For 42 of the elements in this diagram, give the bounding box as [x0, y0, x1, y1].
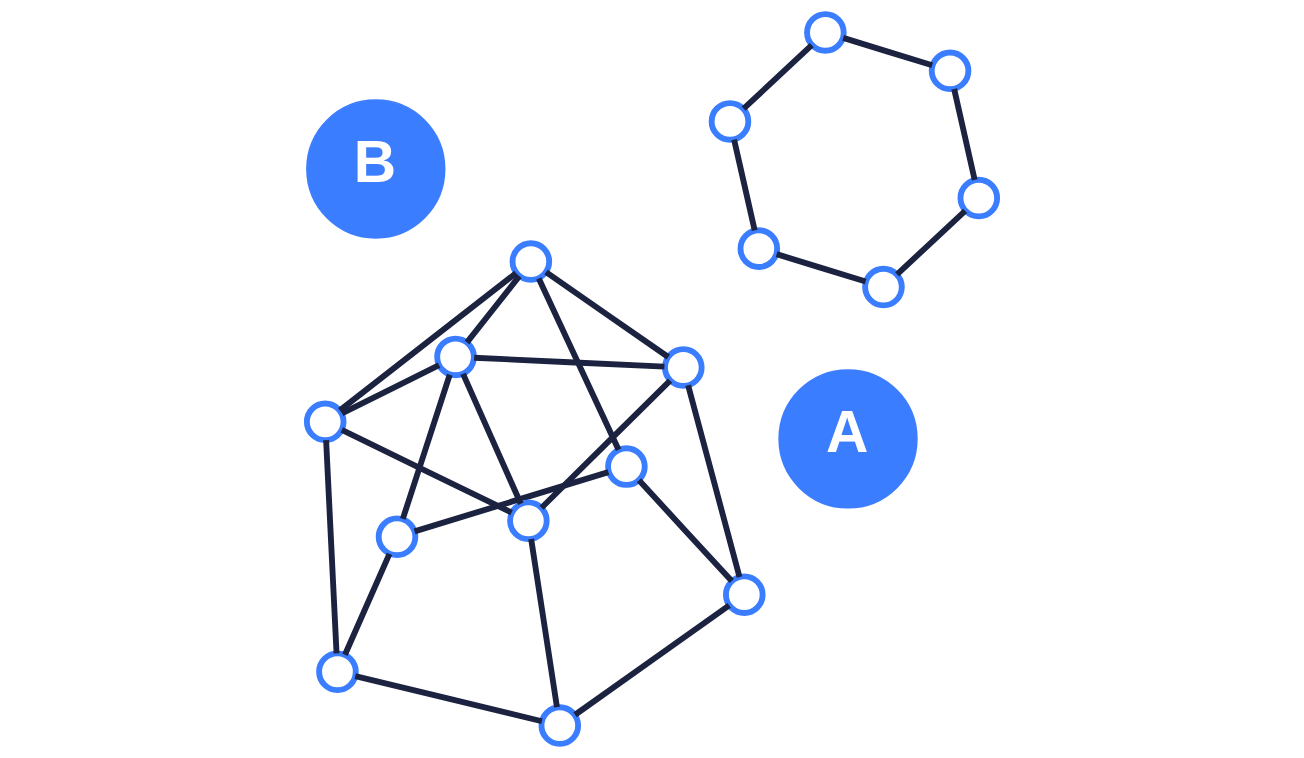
node-circle	[434, 335, 477, 379]
connector	[323, 440, 340, 654]
node-circle	[509, 240, 553, 283]
connector	[354, 673, 543, 725]
connector	[775, 251, 867, 285]
connector	[539, 378, 673, 510]
connector	[741, 43, 814, 111]
connector	[474, 354, 665, 370]
connector	[464, 274, 522, 345]
connector	[528, 538, 560, 708]
node-circle	[507, 499, 550, 543]
node-circle	[708, 100, 752, 143]
connector	[536, 277, 622, 452]
connector	[400, 373, 453, 520]
connector	[544, 269, 670, 360]
node-circle	[538, 704, 582, 747]
node-circle	[375, 515, 419, 559]
connector	[340, 362, 441, 417]
node-circle	[303, 400, 347, 444]
node-circle	[957, 176, 1001, 220]
connector	[340, 427, 513, 516]
node-circle	[737, 227, 781, 270]
connector	[413, 469, 610, 535]
node-circle	[662, 346, 705, 389]
node-circle	[605, 445, 648, 488]
node-circle: A	[778, 369, 918, 509]
connector	[636, 478, 734, 584]
node-circle: B	[306, 99, 446, 239]
connector	[685, 384, 743, 578]
connector	[338, 270, 518, 413]
node-circle	[316, 650, 359, 694]
node-circle	[723, 573, 766, 616]
node-circle	[862, 265, 905, 309]
node-circle	[928, 49, 972, 93]
connector	[951, 88, 978, 181]
connector	[460, 372, 524, 505]
connector	[342, 552, 393, 656]
node-circle	[804, 11, 847, 54]
connector	[842, 35, 934, 69]
connector	[573, 603, 731, 718]
connector	[731, 138, 758, 232]
connector	[895, 208, 968, 277]
